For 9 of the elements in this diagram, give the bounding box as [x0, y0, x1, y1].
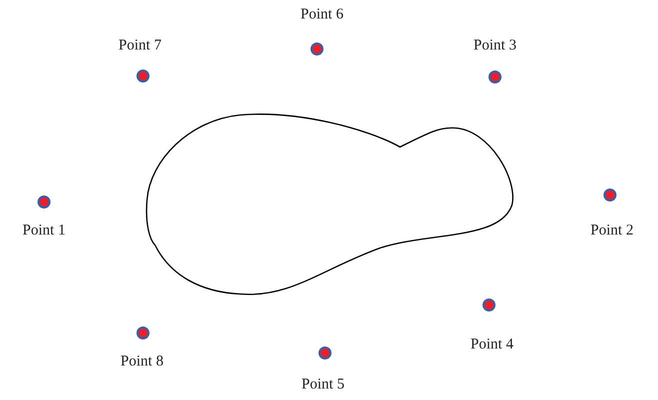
point-label: Point 1: [22, 224, 66, 238]
point-label: Point 4: [470, 338, 514, 352]
point-label: Point 3: [474, 38, 516, 54]
outline-shape: [146, 114, 514, 295]
point-label: Point 8: [120, 354, 164, 370]
point-label: Point 5: [302, 378, 344, 392]
point-label: Point 7: [118, 38, 162, 54]
point-label: Point 6: [300, 8, 344, 22]
point-label: Point 2: [590, 224, 634, 238]
